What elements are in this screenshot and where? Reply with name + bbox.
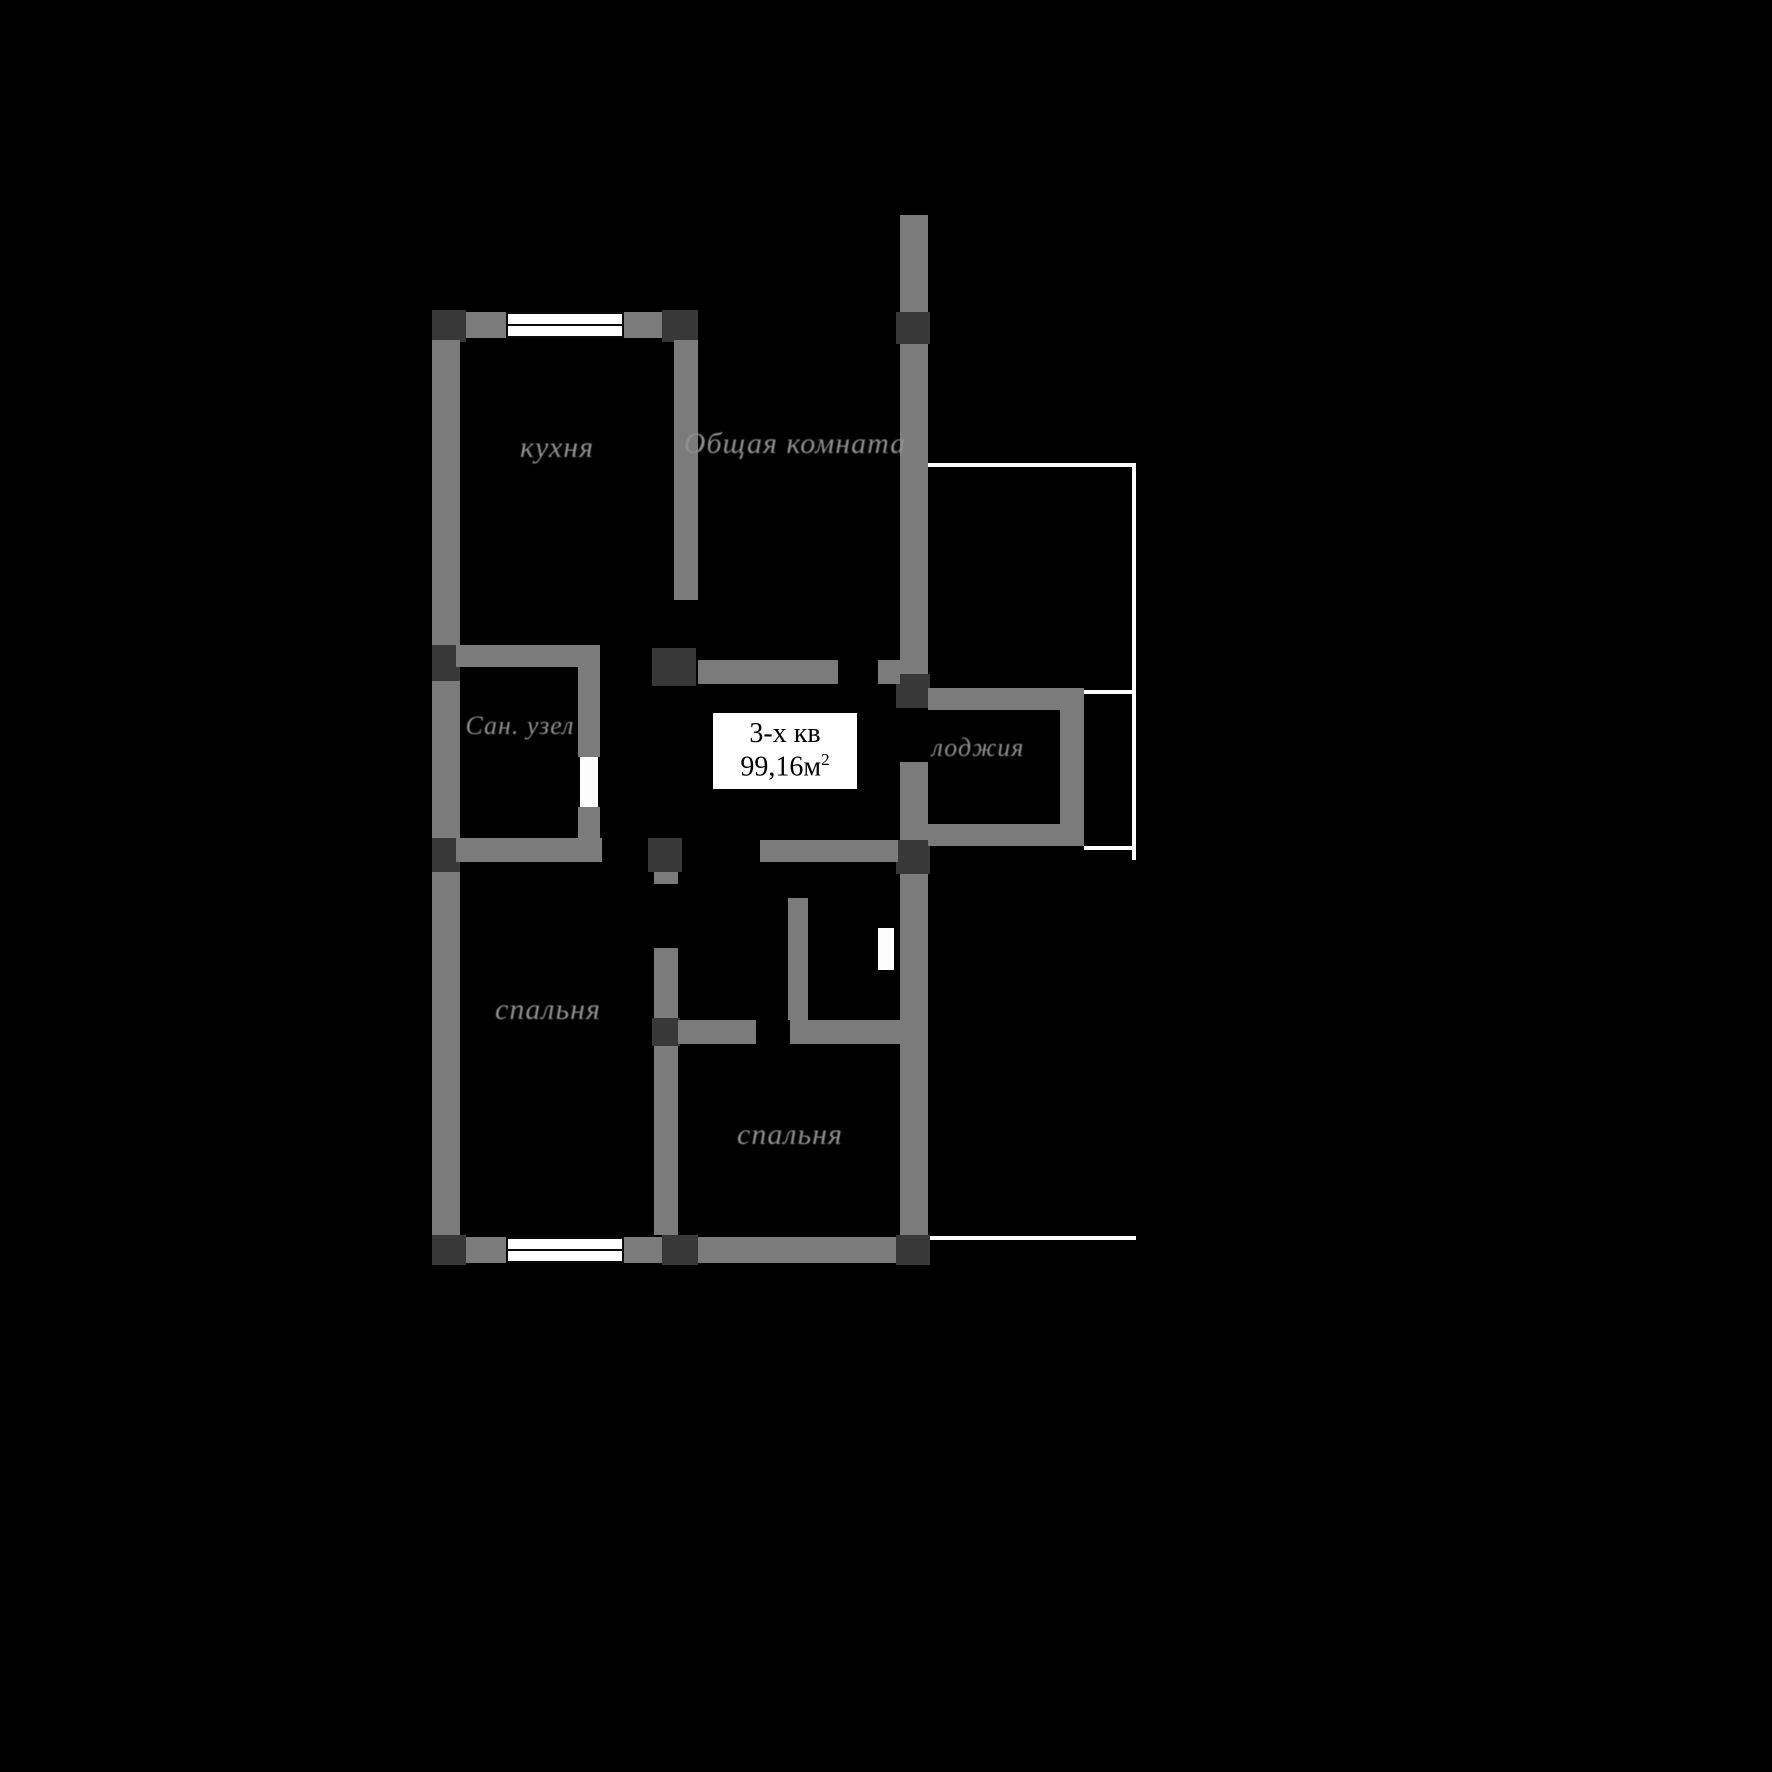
exterior-line-right [1132, 463, 1136, 860]
window [506, 312, 624, 338]
wall-corner [432, 1235, 466, 1265]
exterior-line-loggia-top [1084, 690, 1132, 694]
door-leaf [580, 757, 598, 807]
wall [466, 1237, 506, 1263]
wall [760, 840, 898, 862]
wall [878, 660, 900, 684]
wall [788, 898, 808, 1020]
wall [432, 872, 460, 1235]
wall [900, 762, 928, 840]
wall [900, 874, 928, 1235]
exterior-line-bottom [930, 1236, 1136, 1240]
wall [674, 340, 698, 600]
wall [456, 645, 600, 667]
wall [1060, 688, 1084, 846]
wall-corner [652, 648, 696, 686]
wall-corner [896, 312, 930, 344]
wall-corner [432, 838, 460, 872]
exterior-line-loggia-bottom [1084, 846, 1132, 850]
wall [466, 312, 506, 338]
wall-corner [662, 310, 698, 342]
apartment-area: 99,16м2 [740, 750, 829, 784]
window [506, 1237, 624, 1263]
wall-corner [432, 310, 466, 342]
wall [432, 681, 460, 838]
wall [678, 1020, 756, 1044]
wall-corner [896, 840, 930, 874]
wall-corner [652, 1018, 680, 1046]
wall-corner [432, 645, 460, 681]
wall-corner [896, 1235, 930, 1265]
wall [578, 667, 600, 757]
wall-corner [662, 1235, 698, 1265]
door-leaf [878, 928, 894, 970]
wall [624, 1237, 662, 1263]
wall [698, 660, 838, 684]
room-label-bedroom-1: спальня [495, 993, 601, 1026]
window-glass-line [508, 1249, 622, 1251]
wall [578, 807, 600, 838]
wall [432, 340, 460, 645]
apartment-info-box: 3-х кв 99,16м2 [710, 710, 860, 792]
apartment-type-label: 3-х кв [749, 718, 821, 750]
wall [654, 872, 678, 884]
exterior-line-top [928, 463, 1136, 467]
wall [654, 948, 678, 1235]
wall [624, 312, 662, 338]
apartment-area-value: 99,16м [740, 751, 822, 783]
room-label-living-room: Общая комната [683, 427, 907, 460]
wall-corner [648, 838, 682, 872]
window-glass-line [508, 324, 622, 326]
wall [456, 838, 602, 862]
wall [900, 344, 928, 674]
apartment-area-superscript: 2 [821, 750, 830, 770]
wall [790, 1020, 900, 1044]
room-label-loggia: лоджия [931, 733, 1025, 762]
wall-corner [896, 674, 930, 708]
room-label-bathroom: Сан. узел [465, 711, 575, 740]
room-label-kitchen: кухня [519, 431, 595, 464]
wall [928, 688, 1062, 710]
room-label-bedroom-2: спальня [737, 1118, 843, 1151]
wall [698, 1237, 898, 1263]
wall [928, 824, 1062, 846]
wall [900, 215, 928, 312]
